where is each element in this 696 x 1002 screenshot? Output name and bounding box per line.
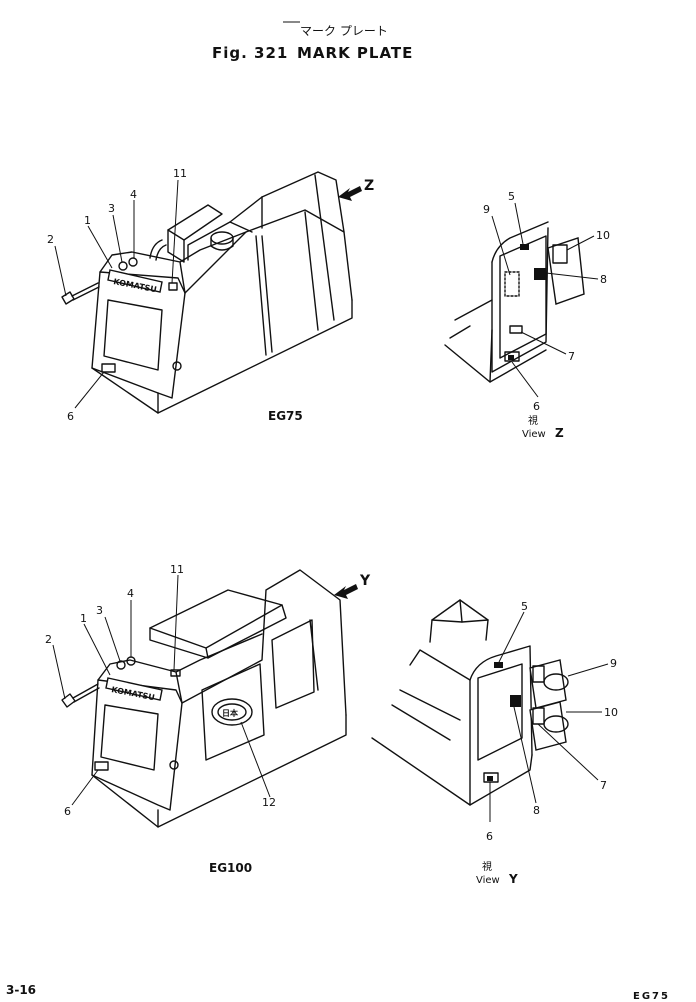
model-code: EG75: [633, 991, 670, 1002]
eg100-callout-12: 12: [262, 796, 276, 809]
view-z-callout-5: 5: [508, 190, 515, 203]
view-y-callout-8: 8: [533, 804, 540, 817]
title-japanese: マーク プレート: [300, 24, 388, 38]
view-y-arrow-icon: [334, 584, 358, 599]
view-y-japanese: 視: [482, 860, 492, 873]
callout-1: 1: [84, 214, 91, 227]
page-number: 3-16: [6, 983, 36, 997]
eg75-leaders: [54, 179, 179, 409]
eg100-mark-circle-3: [116, 660, 126, 670]
view-z-letter: Z: [555, 426, 564, 440]
view-z-callout-6: 6: [533, 400, 540, 413]
eg100-callout-2: 2: [45, 633, 52, 646]
arrow-letter-y: Y: [359, 573, 371, 589]
view-y-callout-9: 9: [610, 657, 617, 670]
callout-4: 4: [130, 188, 137, 201]
view-z-plate-5: [520, 244, 529, 250]
eg100-callout-4: 4: [127, 587, 134, 600]
arrow-letter-z: Z: [364, 178, 374, 194]
emblem-text: 日本: [222, 708, 238, 718]
view-z-drawing: [444, 221, 585, 383]
view-y-drawing: [371, 599, 569, 806]
model-label-eg100: EG100: [209, 861, 252, 875]
view-y-callout-7: 7: [600, 779, 607, 792]
view-z-leaders: [491, 202, 599, 398]
view-y-leaders: [489, 611, 609, 822]
callout-6: 6: [67, 410, 74, 423]
plate-11: [168, 282, 178, 291]
view-y-plate-6: [483, 772, 499, 783]
figure-number: Fig. 321: [212, 44, 288, 62]
view-y-callout-5: 5: [521, 600, 528, 613]
eg100-plate-6: [94, 761, 109, 771]
emblem-plate-12: [211, 698, 253, 726]
view-z-plate-9: [504, 271, 520, 297]
mark-circle-4: [128, 257, 138, 267]
view-z-japanese: 視: [528, 414, 538, 427]
view-y-callout-10: 10: [604, 706, 618, 719]
callout-11: 11: [173, 167, 187, 180]
view-z-plate-6: [504, 351, 520, 362]
view-z-plate-8: [534, 268, 546, 280]
view-y-plate-9-window: [532, 665, 545, 683]
view-y-label: View: [476, 875, 500, 886]
model-label-eg75: EG75: [268, 409, 303, 423]
callout-3: 3: [108, 202, 115, 215]
view-y-plate-5: [494, 662, 503, 668]
view-y-plate-10: [543, 715, 569, 733]
eg75-generator-drawing: KOMATSU: [61, 171, 353, 414]
view-z-plate-10: [552, 244, 568, 264]
view-y-callout-6: 6: [486, 830, 493, 843]
eg100-callout-1: 1: [80, 612, 87, 625]
view-z-callout-9: 9: [483, 203, 490, 216]
view-y-letter: Y: [508, 872, 518, 886]
view-z-plate-7: [509, 325, 523, 334]
view-y-plate-9: [543, 673, 569, 691]
view-y-plate-8: [510, 695, 521, 707]
mark-circle-3: [118, 261, 128, 271]
view-z-callout-8: 8: [600, 273, 607, 286]
view-z-callout-7: 7: [568, 350, 575, 363]
eg100-leaders: [52, 574, 271, 806]
callout-2: 2: [47, 233, 54, 246]
figure-title: MARK PLATE: [297, 44, 413, 62]
eg100-callout-3: 3: [96, 604, 103, 617]
eg100-plate-11: [170, 669, 181, 677]
view-z-arrow-icon: [338, 186, 362, 201]
eg100-generator-drawing: KOMATSU 日本: [61, 569, 347, 828]
view-z-callout-10: 10: [596, 229, 610, 242]
eg100-callout-11: 11: [170, 563, 184, 576]
eg100-callout-6: 6: [64, 805, 71, 818]
plate-6: [101, 363, 116, 373]
view-z-label: View: [522, 429, 546, 440]
